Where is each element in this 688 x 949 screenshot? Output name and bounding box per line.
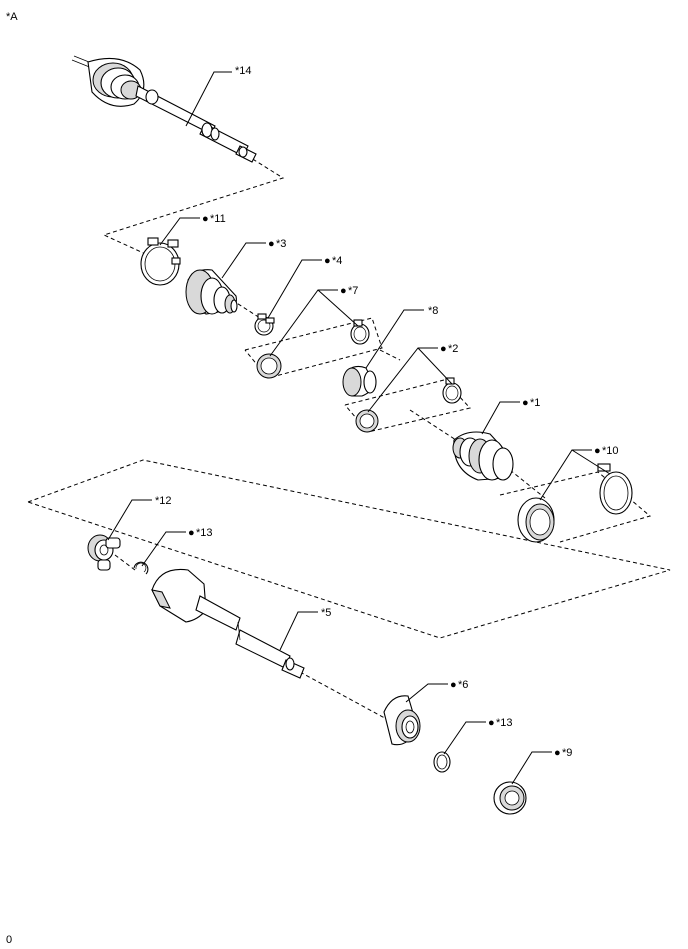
- callout-labels: *14 ● *11 ● *3 ● *4 ● *7 *8 ● *2 ● *1 ● …: [155, 65, 619, 759]
- callout-3-bullet: ●: [268, 238, 275, 250]
- callout-13a-bullet: ●: [188, 527, 195, 539]
- illustration-code: 0: [6, 934, 12, 946]
- boot-clamps-pair-7: [256, 319, 370, 379]
- callout-10: *10: [602, 445, 619, 457]
- boot-clamp-small-outboard: [254, 313, 275, 336]
- callout-1-bullet: ●: [522, 397, 529, 409]
- callout-6-bullet: ●: [450, 679, 457, 691]
- callout-4: *4: [332, 255, 342, 267]
- snap-ring-upper: [133, 561, 149, 575]
- callout-4-bullet: ●: [324, 255, 331, 267]
- callout-6: *6: [458, 679, 468, 691]
- view-label: *A: [6, 11, 18, 23]
- inboard-joint-shaft: [151, 568, 305, 679]
- callout-10-bullet: ●: [594, 445, 601, 457]
- callout-12: *12: [155, 495, 172, 507]
- boot-clamps-pair-10: [517, 463, 633, 543]
- callout-7: *7: [348, 285, 358, 297]
- callout-11: *11: [210, 213, 226, 225]
- callout-3: *3: [276, 238, 286, 250]
- leader-lines: [107, 71, 611, 785]
- callout-9: *9: [562, 747, 572, 759]
- callout-8: *8: [428, 305, 438, 317]
- callout-7-bullet: ●: [340, 285, 347, 297]
- dynamic-damper: [342, 365, 377, 397]
- oil-seal: [493, 781, 527, 815]
- boot-clamps-pair-2: [355, 377, 462, 433]
- callout-2-bullet: ●: [440, 343, 447, 355]
- outer-shaft-assembly: [71, 55, 257, 163]
- callout-9-bullet: ●: [554, 747, 561, 759]
- callout-11-bullet: ●: [202, 213, 209, 225]
- callout-5: *5: [321, 607, 331, 619]
- callout-1: *1: [530, 397, 540, 409]
- inboard-joint-boot: [452, 431, 514, 481]
- callout-13b-bullet: ●: [488, 717, 495, 729]
- snap-ring-lower: [433, 751, 451, 773]
- shaft-bearing: [383, 695, 421, 746]
- boot-clamp-large: [140, 237, 181, 286]
- callout-13b: *13: [496, 717, 513, 729]
- assembly-outline-dashes: [27, 147, 671, 723]
- callout-13a: *13: [196, 527, 213, 539]
- callout-2: *2: [448, 343, 458, 355]
- tripod-joint: [87, 534, 121, 571]
- outboard-joint-boot: [185, 269, 238, 315]
- callout-14: *14: [235, 65, 252, 77]
